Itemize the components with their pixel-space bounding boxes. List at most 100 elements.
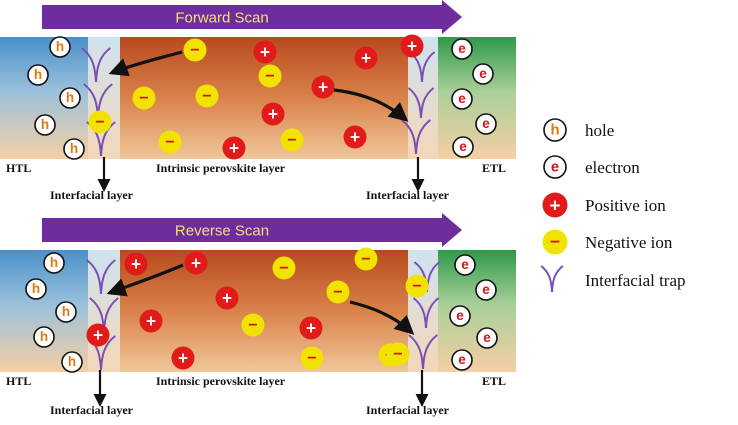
hole-symbol: h <box>40 329 48 344</box>
legend-label: electron <box>585 158 640 177</box>
hole-particle: h <box>27 64 49 86</box>
ion-migration-arrow <box>108 50 183 77</box>
positive-particle: + <box>215 286 239 310</box>
positive-symbol: + <box>306 318 316 338</box>
electron-particle: e <box>472 63 494 85</box>
electron-symbol: e <box>458 41 466 56</box>
electron-particle: e <box>475 279 497 301</box>
positive-particle: + <box>343 125 367 149</box>
positive-symbol: + <box>131 254 141 274</box>
legend-item-negative: −Negative ion <box>542 229 673 255</box>
electron-symbol: e <box>551 160 559 176</box>
positive-symbol: + <box>318 77 328 97</box>
interfacial-trap-icon <box>86 259 116 295</box>
negative-symbol: − <box>139 89 148 107</box>
interfacial-trap-icon <box>412 297 440 329</box>
electron-symbol: e <box>482 282 490 297</box>
hole-symbol: h <box>550 123 559 139</box>
etl-label: ETL <box>482 161 506 175</box>
negative-particle: − <box>386 342 410 366</box>
electron-symbol: e <box>482 116 490 131</box>
electron-particle: e <box>451 38 473 60</box>
positive-particle: + <box>124 252 148 276</box>
electron-symbol: e <box>458 352 466 367</box>
electron-particle: e <box>452 136 474 158</box>
hole-symbol: h <box>68 354 76 369</box>
positive-symbol: + <box>268 104 278 124</box>
hole-particle: h <box>34 114 56 136</box>
positive-particle: + <box>311 75 335 99</box>
negative-particle: − <box>241 313 265 337</box>
negative-particle: − <box>88 110 112 134</box>
negative-particle: − <box>132 86 156 110</box>
positive-particle: + <box>299 316 323 340</box>
hole-particle: h <box>63 138 85 160</box>
legend-item-electron: e electron <box>543 155 640 179</box>
negative-symbol: − <box>361 250 370 268</box>
positive-symbol: + <box>350 127 360 147</box>
positive-symbol: + <box>407 36 417 56</box>
electron-particle: e <box>451 349 473 371</box>
legend-item-trap: Interfacial trap <box>540 265 686 293</box>
ion-migration-arrow <box>349 300 415 335</box>
reverse-scan-panel: Reverse Scanhhhhh+++−−+−−+−++−−−eeeeeHTL… <box>0 213 516 417</box>
positive-symbol: + <box>222 288 232 308</box>
legend-label: Interfacial trap <box>585 271 686 290</box>
interfacial-layer-label-right: Interfacial layer <box>366 188 450 202</box>
etl-layer <box>438 37 516 159</box>
negative-symbol: − <box>333 283 342 301</box>
etl-label: ETL <box>482 374 506 388</box>
hole-particle: h <box>55 301 77 323</box>
htl-label: HTL <box>6 374 31 388</box>
legend-label: Negative ion <box>585 233 673 252</box>
perovskite-label: Intrinsic perovskite layer <box>156 161 286 175</box>
hole-symbol: h <box>50 255 58 270</box>
positive-icon: + <box>542 192 568 218</box>
interfacial-trap-icon <box>408 334 438 370</box>
negative-particle: − <box>280 128 304 152</box>
electron-symbol: e <box>456 308 464 323</box>
positive-symbol: + <box>146 311 156 331</box>
interfacial-trap-icon <box>81 47 111 83</box>
scan-direction-arrow <box>42 0 462 34</box>
electron-symbol: e <box>483 330 491 345</box>
positive-particle: + <box>222 136 246 160</box>
hole-symbol: h <box>56 39 64 54</box>
interfacial-trap-icon <box>540 265 564 293</box>
positive-symbol: + <box>260 42 270 62</box>
htl-label: HTL <box>6 161 31 175</box>
negative-symbol: − <box>287 131 296 149</box>
hole-icon: h <box>543 118 567 142</box>
interfacial-trap-icon <box>407 87 435 119</box>
negative-icon: − <box>542 229 568 255</box>
negative-symbol: − <box>412 277 421 295</box>
hole-particle: h <box>25 278 47 300</box>
positive-particle: + <box>86 323 110 347</box>
perovskite-label: Intrinsic perovskite layer <box>156 374 286 388</box>
negative-particle: − <box>195 84 219 108</box>
hole-symbol: h <box>34 67 42 82</box>
negative-symbol: − <box>165 133 174 151</box>
interfacial-layer-label-left: Interfacial layer <box>50 403 134 417</box>
hole-symbol: h <box>66 90 74 105</box>
negative-particle: − <box>258 64 282 88</box>
interfacial-layer-label-left: Interfacial layer <box>50 188 134 202</box>
hole-symbol: h <box>62 304 70 319</box>
legend-item-positive: +Positive ion <box>542 192 666 218</box>
negative-symbol: − <box>265 67 274 85</box>
ion-migration-arrow <box>333 88 409 122</box>
electron-symbol: e <box>461 257 469 272</box>
negative-particle: − <box>183 38 207 62</box>
negative-symbol: − <box>248 316 257 334</box>
electron-icon: e <box>543 155 567 179</box>
negative-symbol: − <box>279 259 288 277</box>
positive-particle: + <box>354 46 378 70</box>
electron-symbol: e <box>458 91 466 106</box>
electron-particle: e <box>451 88 473 110</box>
scan-label: Reverse Scan <box>175 223 269 240</box>
etl-layer <box>438 250 516 372</box>
